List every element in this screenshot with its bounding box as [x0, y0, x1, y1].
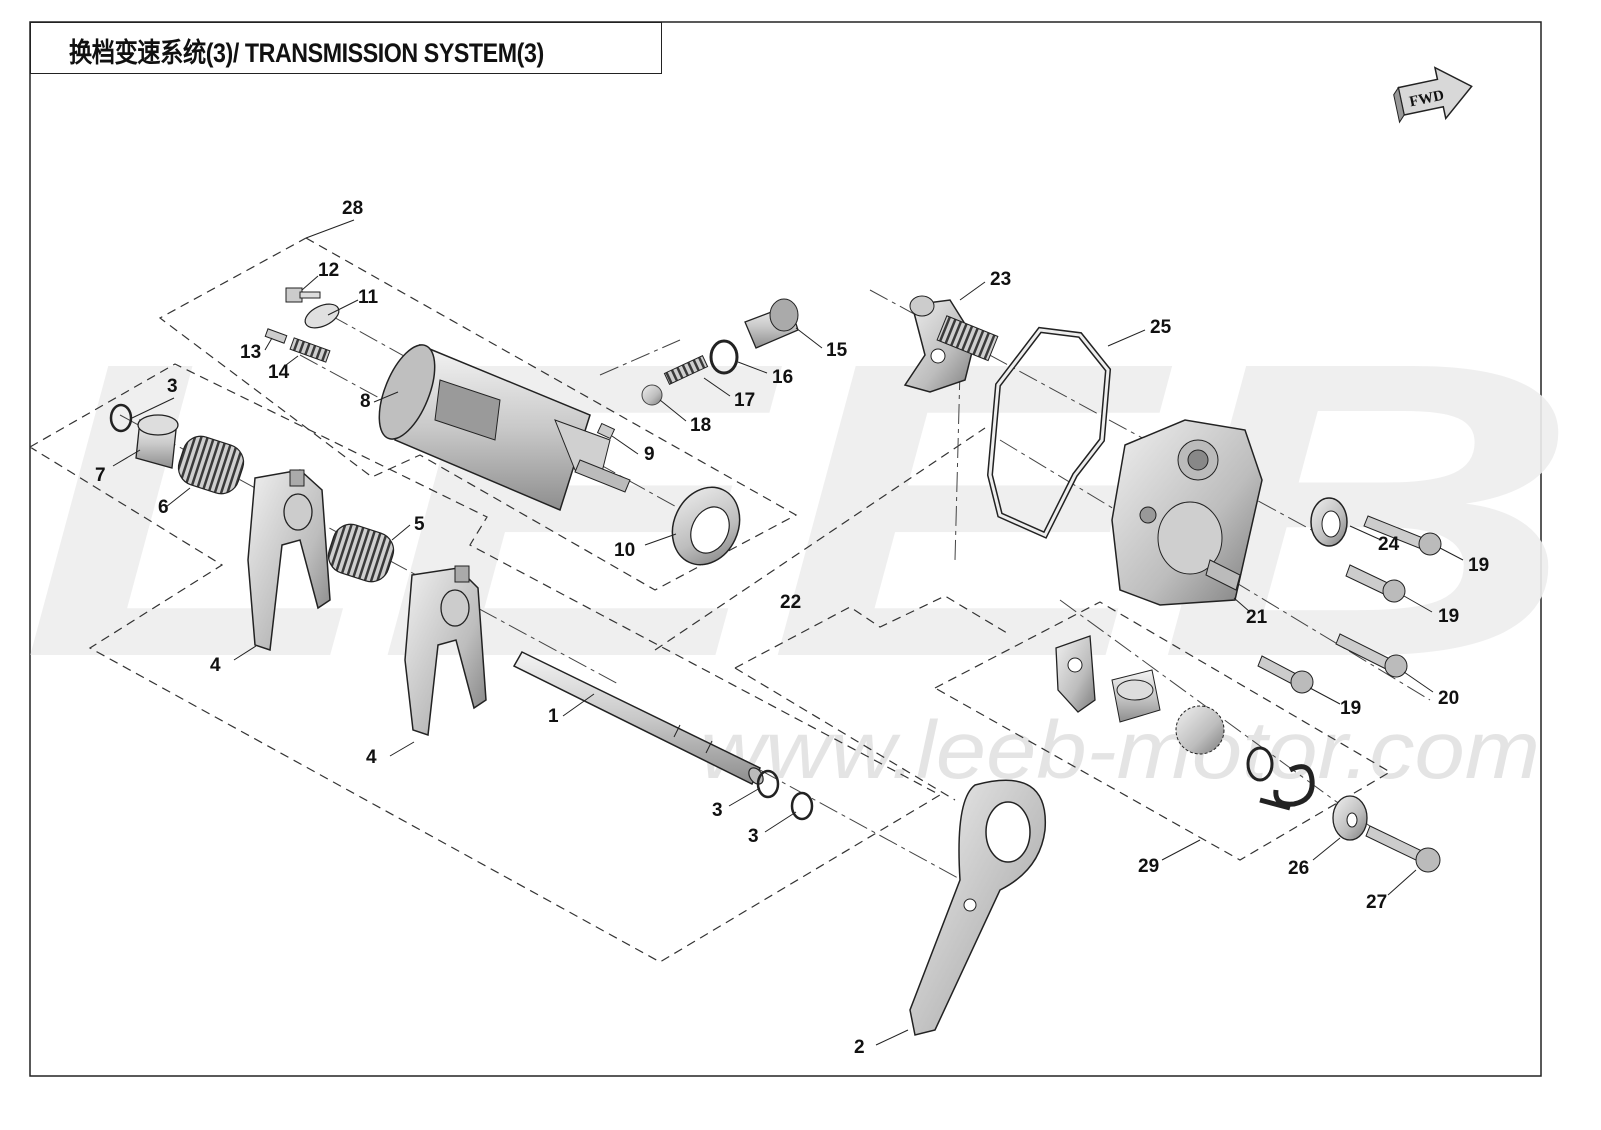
- callout-21: 21: [1246, 607, 1268, 628]
- part-19-bolt-c: [1257, 655, 1314, 694]
- assembly-29-outline: [934, 601, 1392, 861]
- assembly-4-outline: [29, 363, 942, 963]
- callout-17: 17: [734, 390, 755, 411]
- assembly-28-outline: [158, 237, 798, 591]
- callout-28: 28: [342, 198, 363, 219]
- part-15-sleeve-bolt: [744, 298, 799, 349]
- part-26-washer: [1332, 795, 1368, 841]
- callout-19-b: 19: [1438, 606, 1459, 627]
- callout-12: 12: [318, 260, 339, 281]
- part-1-shaft: [512, 651, 764, 786]
- part-12-bolt: [285, 287, 321, 303]
- callout-5: 5: [414, 514, 425, 535]
- callout-10: 10: [614, 540, 635, 561]
- callout-3-c: 3: [748, 826, 759, 847]
- callout-8: 8: [360, 391, 371, 412]
- part-21-cover: [1111, 419, 1263, 606]
- callout-27: 27: [1366, 892, 1387, 913]
- callout-11: 11: [358, 287, 379, 308]
- callout-2: 2: [854, 1037, 865, 1058]
- part-23-cam-plate: [903, 295, 999, 393]
- part-29-group: [1055, 635, 1315, 811]
- callout-20: 20: [1438, 688, 1459, 709]
- callout-18: 18: [690, 415, 711, 436]
- assembly-22-line-c: [734, 667, 956, 801]
- assembly-22-line: [654, 427, 986, 651]
- part-20-bolt: [1335, 633, 1408, 678]
- callout-3-b: 3: [712, 800, 723, 821]
- callout-13: 13: [240, 342, 261, 363]
- part-6-spring: [177, 435, 245, 495]
- callout-15: 15: [826, 340, 848, 361]
- part-18-ball: [641, 384, 663, 406]
- circlip-a: [109, 403, 133, 433]
- part-14-spring: [289, 337, 331, 363]
- part-10-bearing: [671, 486, 741, 566]
- bolt-icons: [1257, 515, 1442, 873]
- callout-7: 7: [95, 465, 106, 486]
- part-27-bolt: [1365, 825, 1441, 873]
- part-16-washer: [709, 339, 739, 375]
- leader-lines: [112, 219, 1464, 1046]
- callout-4-b: 4: [366, 747, 377, 768]
- part-8-shift-drum: [378, 343, 631, 512]
- fwd-arrow-icon: FWD: [1393, 66, 1473, 124]
- fwd-label: FWD: [1408, 87, 1446, 110]
- assembly-outlines: [29, 237, 1392, 963]
- callout-16: 16: [772, 367, 793, 388]
- title-box: 换档变速系统(3)/ TRANSMISSION SYSTEM(3): [30, 22, 662, 74]
- callout-3-a: 3: [167, 376, 178, 397]
- callout-22: 22: [780, 592, 801, 613]
- part-13-pin: [264, 328, 288, 344]
- callout-19-c: 19: [1340, 698, 1361, 719]
- callout-labels: 1 2 3 3 3 4 4 5 6 7 8 9 10 11 12 13 14 1…: [95, 198, 1489, 1058]
- callout-9: 9: [644, 444, 655, 465]
- part-19-bolt-a: [1363, 515, 1442, 556]
- part-4-fork-a: [247, 469, 331, 652]
- callout-19-a: 19: [1468, 555, 1489, 576]
- callout-25: 25: [1150, 317, 1172, 338]
- diagram-frame: [29, 21, 1542, 1077]
- callout-24: 24: [1378, 534, 1400, 555]
- callout-14: 14: [268, 362, 290, 383]
- assembly-22-line-b: [734, 595, 1008, 669]
- circlip-c: [790, 791, 814, 821]
- part-3-circlips: [109, 403, 814, 821]
- part-5-spring: [327, 523, 395, 583]
- callout-29: 29: [1138, 856, 1159, 877]
- circlip-b: [756, 769, 780, 799]
- part-9-pin: [596, 422, 616, 440]
- callout-26: 26: [1288, 858, 1309, 879]
- part-4-fork-b: [404, 565, 487, 737]
- callout-23: 23: [990, 269, 1011, 290]
- part-17-spring: [663, 355, 709, 385]
- part-2-shift-arm: [909, 779, 1047, 1036]
- page-title: 换档变速系统(3)/ TRANSMISSION SYSTEM(3): [69, 38, 544, 68]
- callout-6: 6: [158, 497, 169, 518]
- part-24-oil-seal: [1310, 497, 1348, 547]
- part-19-bolt-b: [1345, 564, 1406, 603]
- part-7-collar: [135, 414, 179, 469]
- part-11-washer: [304, 303, 340, 329]
- callout-4-a: 4: [210, 655, 221, 676]
- callout-1: 1: [548, 706, 559, 727]
